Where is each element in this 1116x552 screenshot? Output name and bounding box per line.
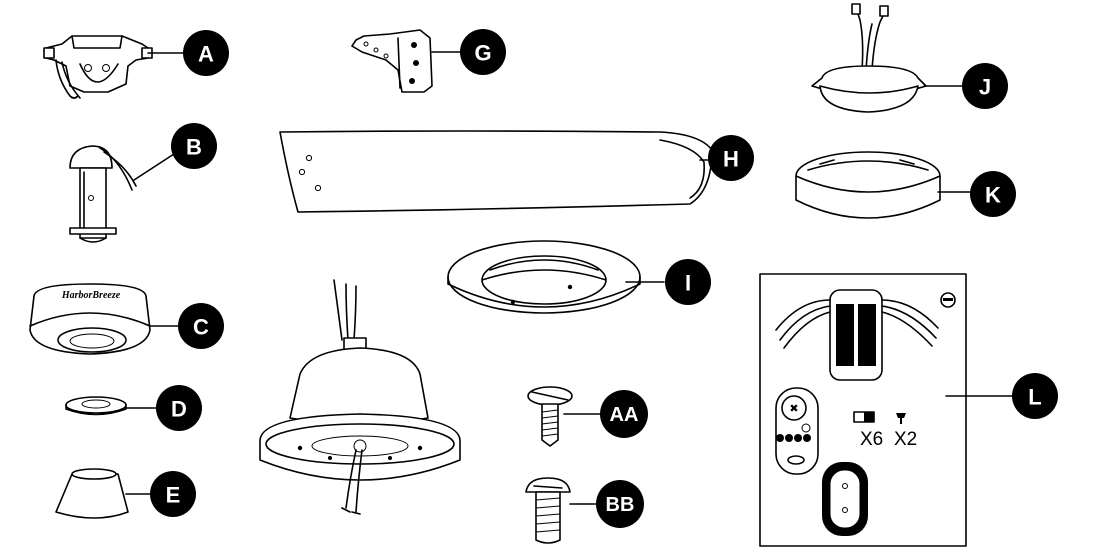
- screw-quantity: X2: [894, 429, 917, 450]
- badge-c-label: C: [193, 315, 209, 340]
- badge-b: B: [171, 123, 217, 169]
- motor-housing-drawing: [259, 279, 461, 515]
- badge-l: L: [1012, 373, 1058, 419]
- mounting-bracket-drawing: [43, 35, 153, 99]
- blade-cover-ring-drawing: [447, 240, 641, 314]
- battery-quantity: X6: [860, 429, 883, 450]
- screw-aa-drawing: [527, 386, 573, 447]
- badge-a-label: A: [198, 42, 214, 67]
- badge-g-label: G: [474, 41, 491, 66]
- screw-bb-drawing: [525, 477, 571, 544]
- badge-k-label: K: [985, 183, 1001, 208]
- badge-bb: BB: [596, 480, 644, 528]
- canopy-drawing: HarborBreeze: [29, 283, 151, 355]
- badge-b-label: B: [186, 135, 202, 160]
- badge-a: A: [183, 30, 229, 76]
- light-kit-drawing: [811, 3, 927, 113]
- badge-i: I: [665, 259, 711, 305]
- downrod-drawing: [69, 145, 137, 243]
- coupling-cover-drawing: [55, 468, 129, 519]
- badge-j-label: J: [979, 75, 991, 100]
- badge-d: D: [156, 385, 202, 431]
- svg-text:✖: ✖: [789, 403, 798, 415]
- badge-aa: AA: [600, 390, 648, 438]
- badge-j: J: [962, 63, 1008, 109]
- fan-blade-drawing: [279, 130, 713, 213]
- glass-shade-drawing: [795, 151, 941, 219]
- badge-i-label: I: [685, 271, 691, 296]
- badge-aa-label: AA: [610, 404, 639, 426]
- badge-d-label: D: [171, 397, 187, 422]
- badge-h-label: H: [723, 147, 739, 172]
- badge-k: K: [970, 171, 1016, 217]
- badge-bb-label: BB: [606, 494, 635, 516]
- remote-kit-drawing: ✖ X6 X2: [759, 273, 967, 547]
- badge-h: H: [708, 135, 754, 181]
- badge-e-label: E: [166, 483, 181, 508]
- canopy-ring-drawing: [65, 396, 127, 416]
- canopy-brand-text: HarborBreeze: [61, 290, 121, 301]
- badge-g: G: [460, 29, 506, 75]
- badge-l-label: L: [1028, 385, 1041, 410]
- badge-c: C: [178, 303, 224, 349]
- blade-arm-drawing: [351, 29, 433, 93]
- badge-e: E: [150, 471, 196, 517]
